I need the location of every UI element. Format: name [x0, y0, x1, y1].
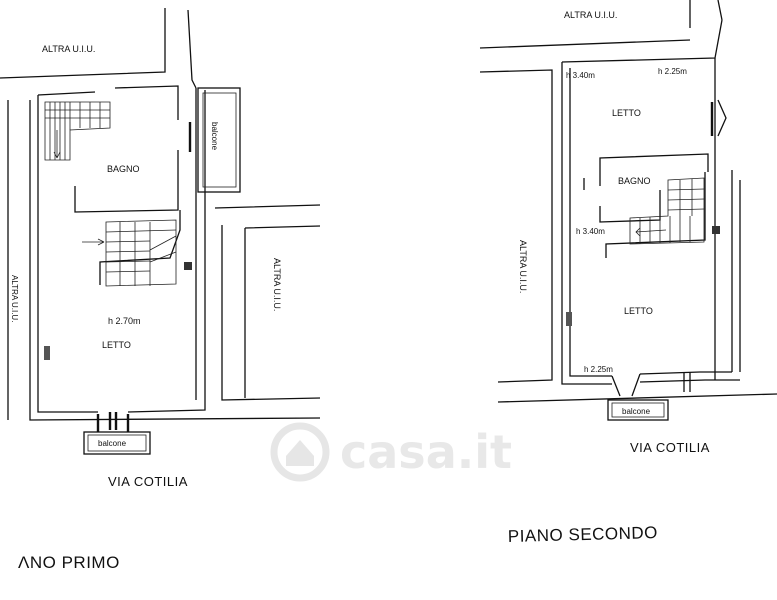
- right-room-bed-bottom-label: LETTO: [624, 306, 653, 316]
- left-side-balcony: [197, 87, 241, 193]
- left-side-balcony-label: balcone: [210, 122, 219, 151]
- left-unit-inner-left-wall: [37, 95, 98, 413]
- right-height-top-left-label: h 3.40m: [566, 71, 595, 80]
- right-room-bath-label: BAGNO: [618, 176, 651, 186]
- right-stair-enclosure: [605, 172, 706, 258]
- left-unit-outer-wall: [29, 100, 321, 421]
- left-neighbor-top-wall: [0, 8, 166, 79]
- right-neighbor-top-right-wall: [689, 0, 723, 28]
- right-street-label: VIA COTILIA: [630, 440, 710, 455]
- left-room-bed-label: LETTO: [102, 340, 131, 350]
- right-street-line: [497, 393, 777, 403]
- right-stair: [629, 177, 705, 245]
- left-height-bed-label: h 2.70m: [108, 316, 141, 326]
- left-front-balcony: [83, 431, 151, 455]
- right-top-window-bay: [717, 99, 727, 137]
- right-unit-far-right-wall: [731, 170, 741, 372]
- right-floor-label: PIANO SECONDO: [508, 523, 659, 546]
- right-neighbor-left-label: ALTRA U.I.U.: [518, 240, 528, 293]
- left-bath-wall: [74, 150, 179, 213]
- left-plan: ALTRA U.I.U. ALTRA U.I.U. ALTRA U.I.U. b…: [0, 8, 321, 572]
- left-neighbor-right-walls: [214, 204, 321, 401]
- left-unit-inner-right-wall: [127, 90, 206, 413]
- watermark-text: casa.it: [340, 425, 512, 479]
- left-neighbor-top-right-wall: [187, 9, 197, 89]
- left-meter-symbol: [184, 262, 192, 270]
- watermark: casa.it: [270, 422, 512, 482]
- left-floor-label: ɅNO PRIMO: [18, 553, 120, 572]
- right-unit-outer-wall: [561, 62, 740, 385]
- left-front-balcony-label: balcone: [98, 439, 127, 448]
- left-room-bath-label: BAGNO: [107, 164, 140, 174]
- right-plan: ALTRA U.I.U. ALTRA U.I.U. h 3.40m h 2.25…: [479, 0, 777, 546]
- left-neighbor-left-label: ALTRA U.I.U.: [10, 275, 19, 322]
- left-neighbor-top-label: ALTRA U.I.U.: [42, 44, 95, 54]
- right-radiator-symbol: [566, 312, 572, 326]
- right-room-bed-top-label: LETTO: [612, 108, 641, 118]
- right-neighbor-left-wall: [479, 69, 553, 383]
- right-neighbor-top-label: ALTRA U.I.U.: [564, 10, 617, 20]
- right-front-window: [611, 372, 691, 397]
- right-neighbor-top-wall: [479, 39, 691, 49]
- left-stair-wall: [99, 210, 181, 285]
- left-front-window: [96, 412, 130, 432]
- left-lower-stair: [82, 219, 177, 287]
- right-front-balcony-label: balcone: [622, 407, 651, 416]
- right-unit-top-wall: [561, 19, 723, 63]
- right-height-top-right-label: h 2.25m: [658, 67, 687, 76]
- right-bath-top-wall: [599, 153, 709, 186]
- left-street-label: VIA COTILIA: [108, 474, 188, 489]
- left-neighbor-right-label: ALTRA U.I.U.: [272, 258, 282, 311]
- right-meter-symbol: [712, 226, 720, 234]
- right-front-balcony: [607, 399, 669, 421]
- left-radiator-symbol: [44, 346, 50, 360]
- left-upper-stair: [44, 101, 111, 161]
- right-height-bottom-label: h 2.25m: [584, 365, 613, 374]
- right-height-mid-label: h 3.40m: [576, 227, 605, 236]
- right-unit-inner-wall: [569, 68, 732, 377]
- left-unit-top-wall: [37, 85, 179, 120]
